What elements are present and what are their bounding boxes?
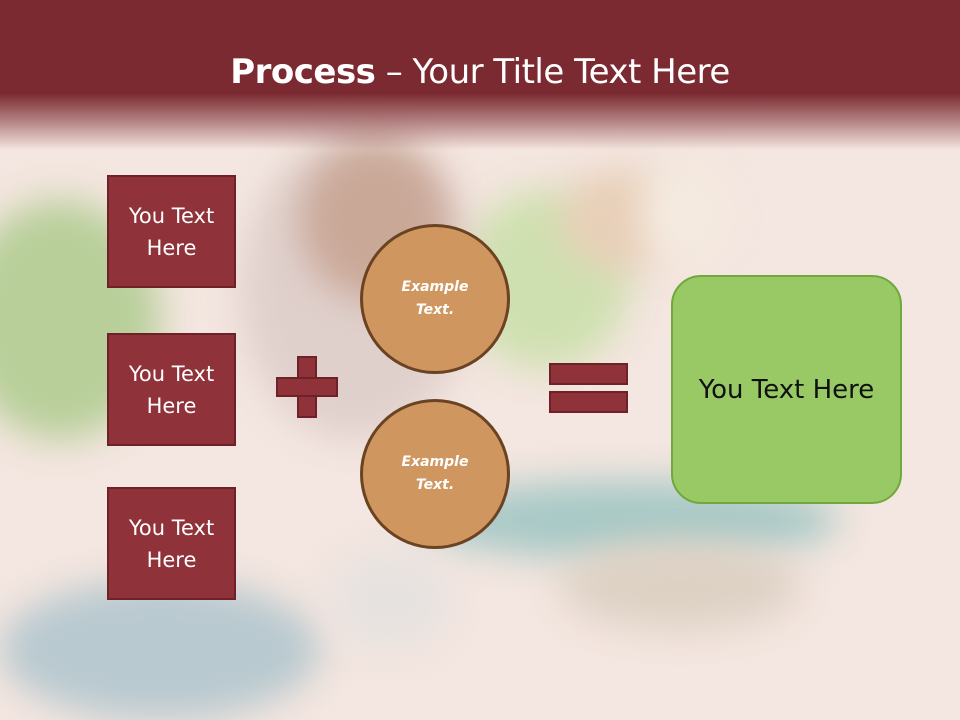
title-rest: – Your Title Text Here [375,52,731,92]
example-circle-1[interactable]: Example Text. [360,224,510,374]
result-box[interactable]: You Text Here [671,275,902,504]
slide-title[interactable]: Process – Your Title Text Here [0,52,960,92]
example-circle-2[interactable]: Example Text. [360,399,510,549]
input-box-2[interactable]: You Text Here [107,333,236,446]
header-bar [0,0,960,150]
title-bold: Process [230,52,376,92]
input-box-label: You Text Here [128,203,215,260]
equals-bottom-bar [549,391,628,413]
circle-label: Example Text. [401,454,469,493]
plus-center [297,379,317,395]
result-label: You Text Here [698,374,875,405]
input-box-label: You Text Here [128,361,215,418]
input-box-3[interactable]: You Text Here [107,487,236,600]
input-box-label: You Text Here [128,515,215,572]
circle-label: Example Text. [401,279,469,318]
equals-top-bar [549,363,628,385]
input-box-1[interactable]: You Text Here [107,175,236,288]
